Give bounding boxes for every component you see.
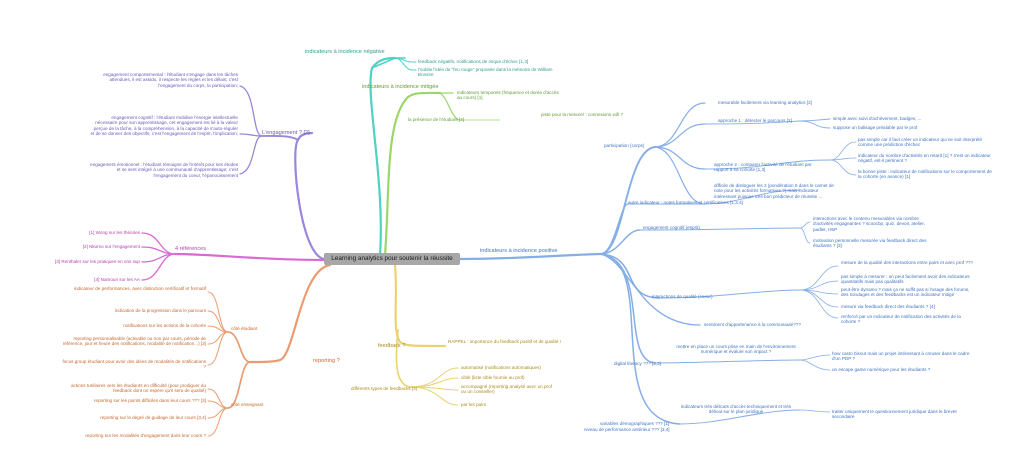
variables-title[interactable]: variables démographiques ??? [1] — [600, 421, 670, 426]
negative-item[interactable]: feedback négatifs, notifications de risq… — [418, 59, 529, 64]
variables-traiter[interactable]: traiter uniquement le questionnement jur… — [832, 409, 957, 420]
interactions-item[interactable]: mesure de la qualité des interactions en… — [841, 260, 974, 265]
reporting-etudiant-item[interactable]: focus group étudiant pour avoir des idée… — [62, 359, 206, 370]
branch-mitigee-lines — [383, 91, 501, 257]
reference-item[interactable]: [3] Renthaler sur les pratiques en ons s… — [54, 259, 140, 264]
interactions-item[interactable]: mesure via feedback direct des étudiants… — [841, 304, 935, 309]
autre-indicateur-title[interactable]: autre indicateur : notes formatives et c… — [628, 200, 743, 205]
approche1-title[interactable]: approche 1 : détecter le parcours [2] — [718, 118, 792, 123]
interactions-item[interactable]: renforcé par un indicateur de notificati… — [841, 314, 961, 325]
approche2-item[interactable]: indicateur du nombre d'activités en reta… — [858, 153, 991, 164]
digital-mettre[interactable]: mettre en place un cours prise en main d… — [676, 344, 796, 355]
branch-title-negative[interactable]: indicateurs à incidence négative — [305, 49, 385, 55]
mitigee-item[interactable]: la présence de l'étudiant [4] — [408, 117, 465, 122]
reporting-enseignant-item[interactable]: reporting sur les modalités d'engagement… — [85, 433, 206, 438]
branch-title-engagement[interactable]: L'engagement ? [2] — [262, 130, 310, 136]
interactions-title[interactable]: interactions de qualité (coeur) — [652, 294, 713, 299]
cognitif-item[interactable]: motivation personnelle mesurée via feedb… — [813, 238, 927, 249]
engagement-item[interactable]: engagement émotionnel : l'étudiant témoi… — [90, 162, 238, 178]
feedback-type[interactable]: ciblé (liste cible fournie au prof) — [461, 375, 525, 380]
digital-item[interactable]: how casto bisout mais un projet intéress… — [832, 351, 970, 362]
reporting-etudiant-title[interactable]: côté étudiant — [231, 326, 258, 331]
mitigee-item[interactable]: indicateurs temporels (fréquence et duré… — [457, 90, 559, 101]
feedback-rappel[interactable]: RAPPEL : importance du feedback positif … — [448, 339, 561, 344]
engagement-item[interactable]: engagement cognitif : l'étudiant mobilis… — [90, 115, 238, 137]
branch-reporting-lines — [207, 263, 332, 437]
interactions-item[interactable]: pas simple à mesurer : on peut facilemen… — [841, 274, 970, 285]
branch-references-lines — [141, 232, 326, 281]
branch-feedback-lines — [393, 263, 459, 406]
reporting-etudiant-item[interactable]: indicateur de performances, avec distinc… — [73, 286, 206, 291]
feedback-type[interactable]: par les pairs — [461, 402, 487, 407]
central-node[interactable]: Learning analytics pour soutenir la réus… — [324, 253, 460, 265]
reporting-enseignant-item[interactable]: reporting sur le degré de guidage de leu… — [100, 415, 206, 420]
performance-title[interactable]: niveau de performance antérieur ??? [3,4… — [584, 427, 670, 432]
approche2-item[interactable]: la bonne piste : indicateur de notificat… — [858, 169, 992, 180]
digital-item[interactable]: un escape game numérique pour les étudia… — [832, 367, 931, 372]
branch-title-mitigee[interactable]: indicateurs à incidence mitigée — [362, 84, 439, 90]
appartenance[interactable]: sentiment d'appartenance à la communauté… — [704, 322, 801, 327]
branch-engagement-lines — [239, 85, 326, 261]
approche1-item[interactable]: simple avec suivi d'achèvement, badges, … — [833, 116, 922, 121]
reporting-enseignant-title[interactable]: côté enseignant — [231, 402, 264, 407]
cognitif-item[interactable]: interactions avec le contenu mesurables … — [813, 216, 925, 232]
negative-item[interactable]: l'oublie l'idée de "feu rouge" proposée … — [418, 67, 553, 78]
autre-indicateur-item[interactable]: difficile de distinguer les 2 (pondérati… — [714, 183, 834, 199]
branch-title-positive[interactable]: indicateurs à incidence positive — [480, 248, 558, 254]
reference-item[interactable]: [4] Namoun sur les AA — [94, 277, 140, 282]
feedback-type[interactable]: accompagné (reporting analysé avec un pr… — [461, 384, 552, 395]
reference-item[interactable]: [2] Nkomo sur l'engagement — [82, 244, 140, 249]
approche1-item[interactable]: suppose un balisage préalable par le pro… — [833, 125, 918, 130]
approche2-item[interactable]: pas simple car il faut créer un indicate… — [858, 137, 983, 148]
feedback-type[interactable]: automatisé (notifications automatiques) — [461, 365, 541, 370]
participation-title[interactable]: participation (corps) — [604, 143, 645, 148]
branch-negative-lines — [369, 56, 417, 257]
participation-measurable[interactable]: mesurable facilement via learning analyt… — [718, 100, 812, 105]
reporting-etudiant-item[interactable]: notifications sur les actions de la coho… — [123, 323, 206, 328]
reporting-etudiant-item[interactable]: reporting personnalisable (activable ou … — [62, 336, 206, 347]
approche2-title[interactable]: approche 2 : comparer l'activité de l'ét… — [714, 162, 812, 173]
branch-title-feedback[interactable]: feedback ? — [378, 343, 406, 349]
variables-delicats[interactable]: indicateurs très délicats d'accès techni… — [680, 404, 792, 415]
branch-title-reporting[interactable]: reporting ? — [313, 358, 340, 364]
branch-title-references[interactable]: 4 références — [175, 246, 207, 252]
reporting-etudiant-item[interactable]: indication de la progression dans le par… — [114, 308, 206, 313]
mitigee-item[interactable]: piste pour la mesurer : connexions wifi … — [541, 112, 623, 117]
branch-positive-lines — [458, 102, 857, 425]
reporting-enseignant-item[interactable]: actions tutélaires vers les étudiants en… — [71, 383, 206, 394]
reference-item[interactable]: [1] Wong sur les théories — [89, 230, 140, 235]
reporting-enseignant-item[interactable]: reporting sur les points difficiles dans… — [93, 398, 206, 403]
digital-title[interactable]: digital literacy ??? [2,3] — [614, 361, 661, 366]
engagement-item[interactable]: engagement comportemental : l'étudiant s… — [103, 72, 238, 88]
feedback-types-title[interactable]: différents types de feedbacks [4] — [351, 386, 418, 391]
interactions-item[interactable]: peut-être dynamo ? mais ça ne suffit pas… — [841, 287, 970, 298]
cognitif-title[interactable]: engagement cognitif (esprit) — [643, 225, 700, 230]
